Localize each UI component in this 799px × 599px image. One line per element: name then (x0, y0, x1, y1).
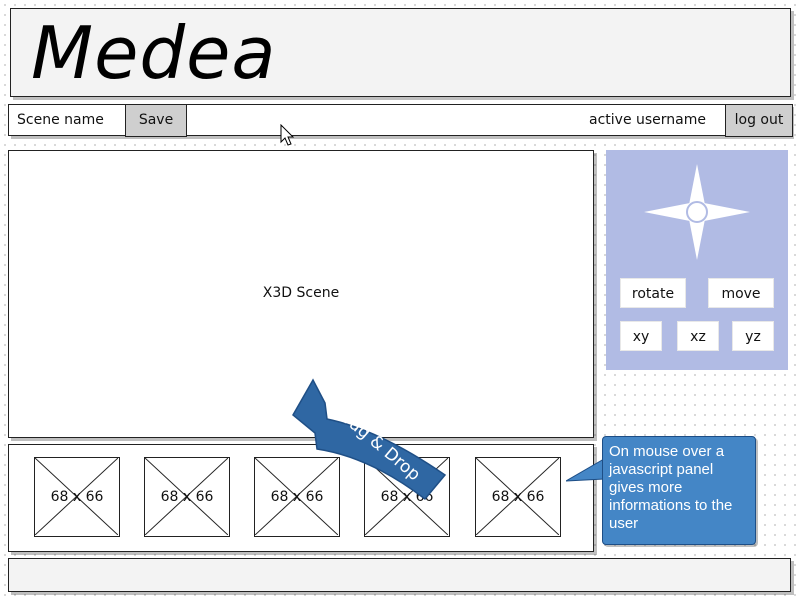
xz-plane-button[interactable]: xz (677, 321, 719, 351)
header-bar: Medea (10, 8, 791, 97)
tooltip-pointer-icon (566, 458, 605, 482)
move-button[interactable]: move (708, 278, 774, 308)
footer-bar (8, 558, 791, 592)
yz-plane-button[interactable]: yz (732, 321, 774, 351)
scene-label: X3D Scene (262, 285, 340, 301)
drag-drop-arrow-icon: Drag & Drop (292, 378, 447, 501)
thumbnail-label: 68 x 66 (270, 489, 324, 505)
arrow-up-icon[interactable] (688, 164, 706, 210)
app-logo: Medea (31, 11, 277, 95)
image-placeholder-icon (145, 458, 228, 535)
info-tooltip: On mouse over a javascript panel gives m… (602, 436, 756, 545)
center-knob-icon[interactable] (686, 201, 708, 223)
image-placeholder-icon (35, 458, 118, 535)
thumbnail-label: 68 x 66 (491, 489, 545, 505)
navigation-panel: rotate move xy xz yz (606, 150, 788, 370)
arrow-right-icon[interactable] (704, 203, 750, 221)
thumbnail-item[interactable]: 68 x 66 (144, 457, 230, 537)
thumbnail-label: 68 x 66 (50, 489, 104, 505)
logout-button[interactable]: log out (725, 104, 793, 137)
arrow-left-icon[interactable] (644, 203, 690, 221)
image-placeholder-icon (476, 458, 559, 535)
xy-plane-button[interactable]: xy (620, 321, 662, 351)
mouse-cursor-icon (280, 124, 295, 146)
thumbnail-item[interactable]: 68 x 66 (254, 457, 340, 537)
x3d-scene-canvas[interactable]: X3D Scene (8, 150, 594, 438)
thumbnail-item[interactable]: 68 x 66 (34, 457, 120, 537)
scene-name-label[interactable]: Scene name (17, 112, 104, 128)
arrow-down-icon[interactable] (688, 214, 706, 260)
toolbar: Scene name Save active username log out (8, 104, 793, 137)
rotate-button[interactable]: rotate (620, 278, 686, 308)
thumbnail-item[interactable]: 68 x 66 (475, 457, 561, 537)
direction-pad-icon[interactable] (642, 162, 752, 262)
save-button[interactable]: Save (125, 104, 187, 137)
object-tray: 68 x 66 68 x 66 68 x 66 68 x 66 68 x 66 (8, 444, 594, 552)
active-username-label: active username (589, 112, 706, 128)
image-placeholder-icon (255, 458, 338, 535)
thumbnail-label: 68 x 66 (160, 489, 214, 505)
